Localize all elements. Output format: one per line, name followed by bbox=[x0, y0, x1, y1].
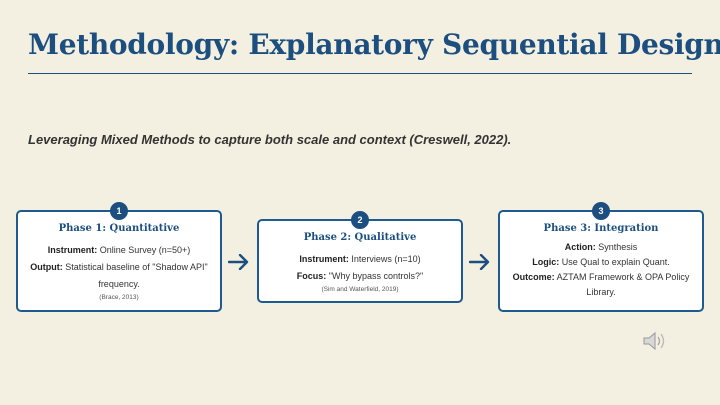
phase-3-action-text: Synthesis bbox=[595, 242, 638, 252]
phase-1-instrument-label: Instrument: bbox=[47, 245, 98, 255]
phase-3-card: 3 Phase 3: Integration Action: Synthesis… bbox=[498, 202, 704, 312]
speaker-icon[interactable] bbox=[642, 330, 668, 352]
phase-1-number-badge: 1 bbox=[110, 202, 128, 220]
phase-3-logic: Logic: Use Qual to explain Quant. bbox=[500, 255, 702, 270]
phase-3-action-label: Action: bbox=[564, 242, 596, 252]
phase-3-outcome-text: AZTAM Framework & OPA Policy Library. bbox=[554, 272, 690, 297]
phase-2-number-badge: 2 bbox=[351, 211, 369, 229]
phase-2-title: Phase 2: Qualitative bbox=[303, 232, 417, 243]
phase-2-focus: Focus: "Why bypass controls?" bbox=[259, 268, 461, 285]
title-divider bbox=[28, 73, 692, 74]
slide-subtitle: Leveraging Mixed Methods to capture both… bbox=[28, 132, 512, 147]
phase-2-citation: (Sim and Waterfield, 2019) bbox=[321, 286, 399, 293]
phase-1-output-text: Statistical baseline of "Shadow API" fre… bbox=[62, 262, 208, 289]
phase-1-title: Phase 1: Quantitative bbox=[58, 223, 180, 234]
phase-1-output: Output: Statistical baseline of "Shadow … bbox=[18, 259, 220, 293]
phase-1-output-label: Output: bbox=[30, 262, 63, 272]
phase-2-focus-label: Focus: bbox=[296, 271, 327, 281]
phase-2-card: 2 Phase 2: Qualitative Instrument: Inter… bbox=[257, 211, 463, 303]
phase-3-outcome-label: Outcome: bbox=[512, 272, 555, 282]
phase-2-instrument-label: Instrument: bbox=[299, 254, 349, 264]
phase-3-number-badge: 3 bbox=[592, 202, 610, 220]
arrow-right-icon bbox=[228, 254, 249, 270]
phase-2-focus-text: "Why bypass controls?" bbox=[326, 271, 424, 281]
phase-1-instrument-text: Online Survey (n=50+) bbox=[97, 245, 191, 255]
phase-3-logic-text: Use Qual to explain Quant. bbox=[559, 257, 670, 267]
phase-3-logic-label: Logic: bbox=[532, 257, 560, 267]
phase-1-card: 1 Phase 1: Quantitative Instrument: Onli… bbox=[16, 202, 222, 312]
phase-1-citation: (Brace, 2013) bbox=[99, 294, 139, 301]
arrow-right-icon bbox=[469, 254, 490, 270]
phase-3-action: Action: Synthesis bbox=[500, 240, 702, 255]
phase-2-instrument: Instrument: Interviews (n=10) bbox=[259, 251, 461, 268]
slide-title: Methodology: Explanatory Sequential Desi… bbox=[28, 28, 720, 61]
phase-1-instrument: Instrument: Online Survey (n=50+) bbox=[18, 242, 220, 259]
phase-2-instrument-text: Interviews (n=10) bbox=[348, 254, 421, 264]
phase-3-title: Phase 3: Integration bbox=[543, 223, 659, 234]
phase-3-outcome: Outcome: AZTAM Framework & OPA Policy Li… bbox=[500, 270, 702, 300]
